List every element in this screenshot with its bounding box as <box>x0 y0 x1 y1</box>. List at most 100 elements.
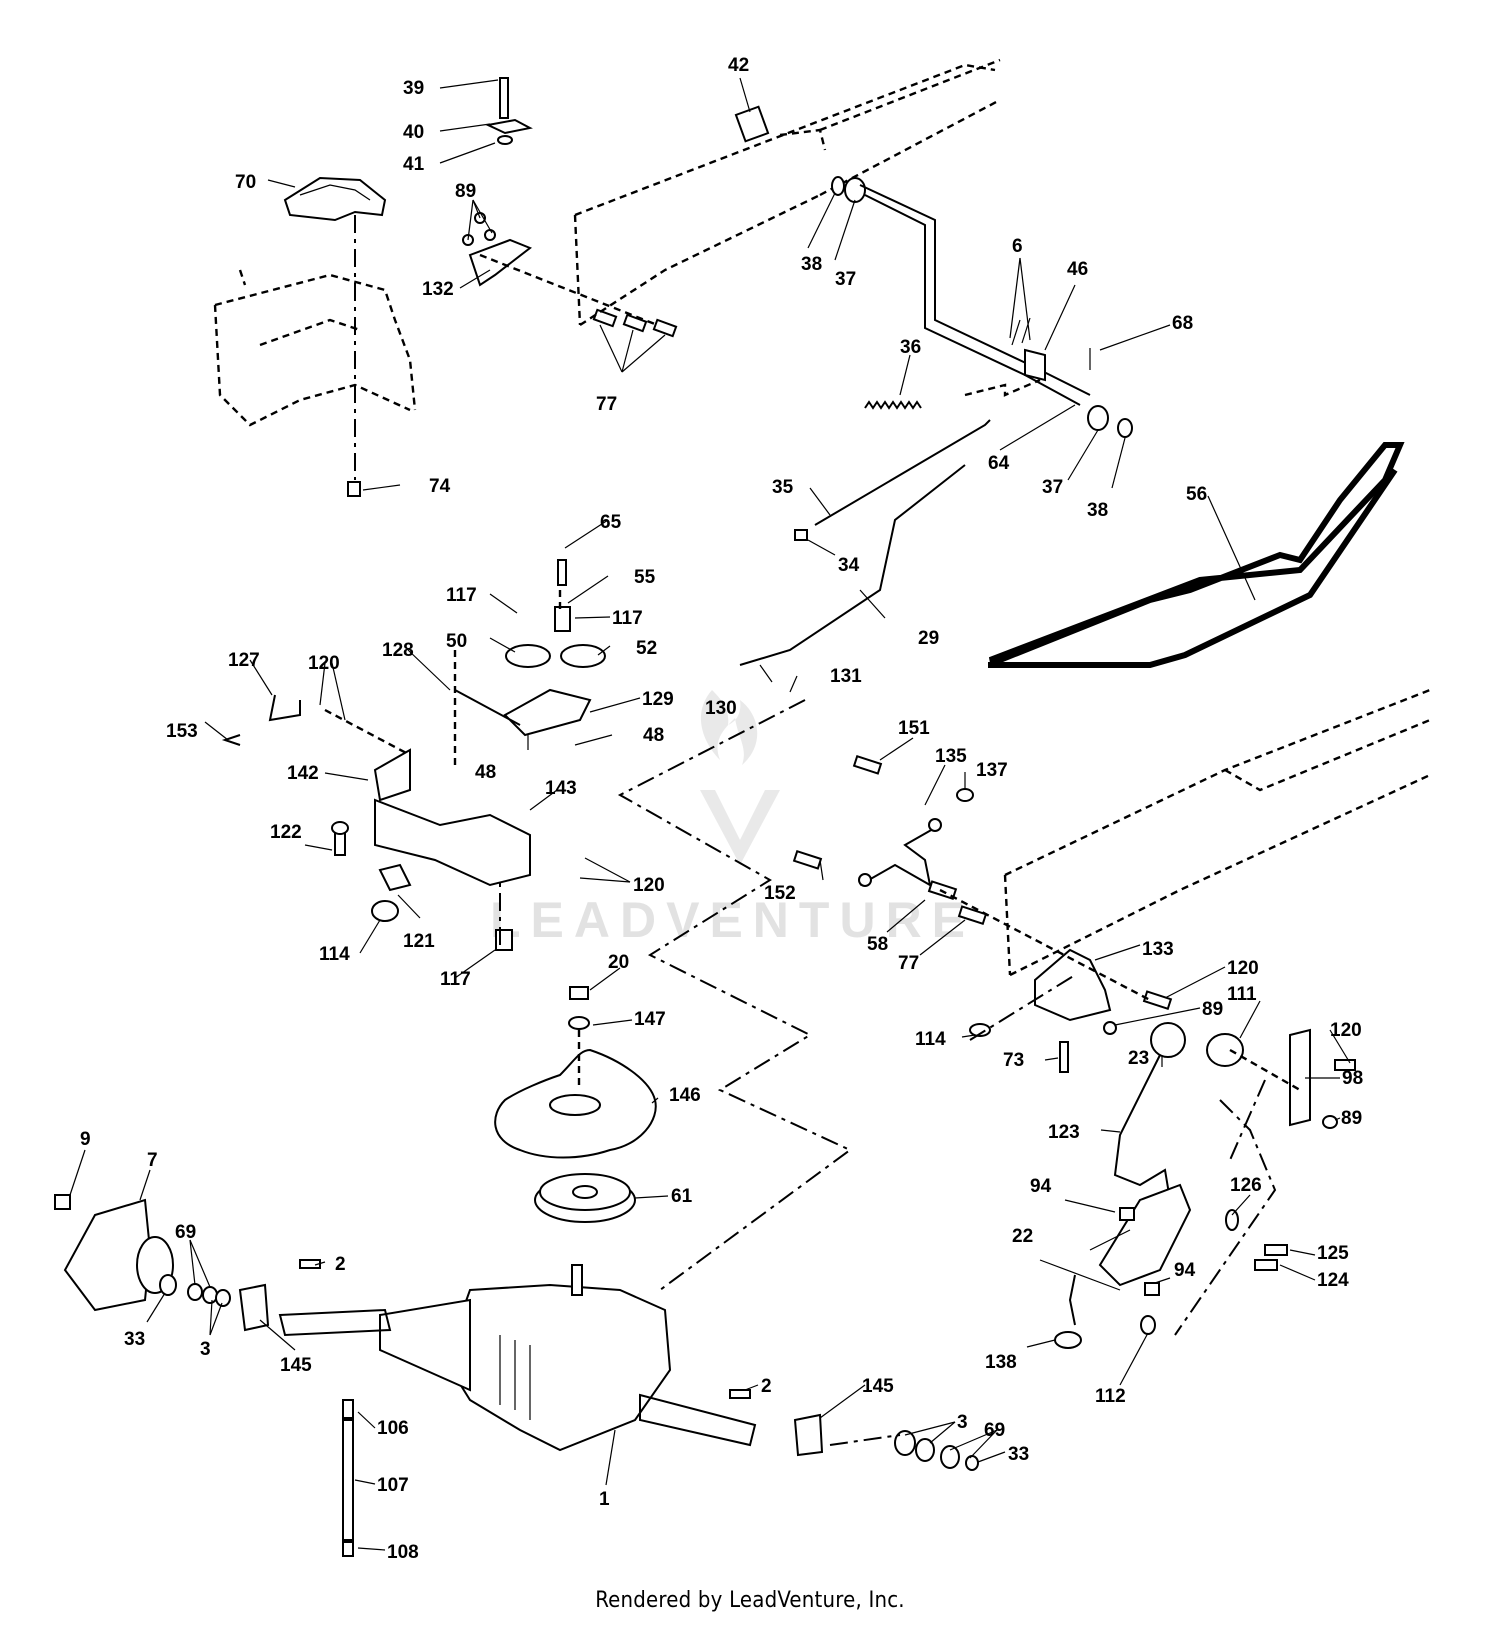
callout-152: 152 <box>764 883 796 904</box>
pivot-shaft-64 <box>734 105 1133 438</box>
callout-108: 108 <box>387 1542 419 1563</box>
callout-35: 35 <box>772 477 794 498</box>
callout-130: 130 <box>705 698 737 719</box>
rod-106-107-108 <box>342 1399 354 1557</box>
bracket-142 <box>221 650 531 887</box>
callout-3: 3 <box>200 1339 211 1360</box>
washers-right <box>829 1430 979 1471</box>
spacer-111-bracket-98 <box>1206 1028 1356 1129</box>
bracket-133 <box>927 880 1173 1073</box>
linkage-135 <box>792 754 974 887</box>
callout-77: 77 <box>898 953 919 974</box>
callout-146: 146 <box>669 1085 701 1106</box>
callout-131: 131 <box>830 666 862 687</box>
callout-38: 38 <box>801 254 822 275</box>
callout-128: 128 <box>382 640 414 661</box>
callout-37: 37 <box>1042 477 1063 498</box>
callout-70: 70 <box>235 172 256 193</box>
bolt-74 <box>347 481 361 497</box>
callout-135: 135 <box>935 746 967 767</box>
callout-46: 46 <box>1067 259 1088 280</box>
callout-121: 121 <box>403 931 435 952</box>
callout-69: 69 <box>984 1420 1005 1441</box>
callout-137: 137 <box>976 760 1008 781</box>
callout-48: 48 <box>475 762 496 783</box>
spring-36 <box>864 400 922 410</box>
callout-73: 73 <box>1003 1050 1024 1071</box>
callout-142: 142 <box>287 763 319 784</box>
callout-114: 114 <box>319 944 350 965</box>
callout-22: 22 <box>1012 1226 1033 1247</box>
callout-124: 124 <box>1317 1270 1349 1291</box>
cooling-fan-146 <box>494 1048 657 1159</box>
callout-33: 33 <box>1008 1444 1029 1465</box>
nut-20 <box>569 986 589 1000</box>
callout-29: 29 <box>918 628 939 649</box>
callout-labels: 1 2 2 3 3 6 7 9 20 22 23 29 33 33 34 35 … <box>80 55 1363 1563</box>
callout-65: 65 <box>600 512 622 533</box>
drive-belt-56 <box>988 442 1405 668</box>
callout-9: 9 <box>80 1129 91 1150</box>
callout-114: 114 <box>915 1029 946 1050</box>
axle-spacer-145-left <box>238 1283 270 1332</box>
callout-56: 56 <box>1186 484 1207 505</box>
callout-33: 33 <box>124 1329 145 1350</box>
callout-125: 125 <box>1317 1243 1349 1264</box>
key-2-right <box>729 1389 751 1399</box>
callout-2: 2 <box>335 1254 346 1275</box>
callout-111: 111 <box>1227 984 1257 1005</box>
callout-120: 120 <box>1330 1020 1362 1041</box>
callout-106: 106 <box>377 1418 409 1439</box>
callout-120: 120 <box>633 875 665 896</box>
pulley-61 <box>534 1173 636 1223</box>
callout-89: 89 <box>1341 1108 1362 1129</box>
callout-41: 41 <box>403 154 425 175</box>
frame-rail-lower <box>1003 688 1431 977</box>
callout-74: 74 <box>429 476 451 497</box>
callout-120: 120 <box>308 653 340 674</box>
callout-112: 112 <box>1095 1386 1126 1407</box>
callout-117: 117 <box>446 585 477 606</box>
callout-143: 143 <box>545 778 577 799</box>
callout-42: 42 <box>728 55 749 76</box>
callout-145: 145 <box>862 1376 894 1397</box>
callout-127: 127 <box>228 650 260 671</box>
watermark-text: LEADVENTURE <box>490 892 975 948</box>
seat-bracket-part-70 <box>283 176 387 222</box>
callout-98: 98 <box>1342 1068 1363 1089</box>
callout-48: 48 <box>643 725 664 746</box>
callout-58: 58 <box>867 934 888 955</box>
shift-lever-123 <box>1054 1022 1288 1349</box>
callout-38: 38 <box>1087 500 1108 521</box>
callout-153: 153 <box>166 721 198 742</box>
callout-89: 89 <box>455 181 476 202</box>
callout-61: 61 <box>671 1186 693 1207</box>
callout-123: 123 <box>1048 1122 1080 1143</box>
axle-spacer-145-right <box>793 1413 824 1457</box>
callout-69: 69 <box>175 1222 196 1243</box>
callout-6: 6 <box>1012 236 1023 257</box>
callout-68: 68 <box>1172 313 1193 334</box>
callout-39: 39 <box>403 78 424 99</box>
callout-3: 3 <box>957 1412 968 1433</box>
callout-52: 52 <box>636 638 657 659</box>
callout-120: 120 <box>1227 958 1259 979</box>
callout-40: 40 <box>403 122 424 143</box>
callout-145: 145 <box>280 1355 312 1376</box>
wheel-hub-7 <box>54 1194 174 1312</box>
key-2-left <box>299 1259 321 1269</box>
callout-117: 117 <box>440 969 471 990</box>
callout-34: 34 <box>838 555 860 576</box>
callout-20: 20 <box>608 952 629 973</box>
callout-50: 50 <box>446 631 467 652</box>
callout-147: 147 <box>634 1009 666 1030</box>
frame-rail-upper <box>573 58 1001 327</box>
callout-64: 64 <box>988 453 1010 474</box>
callout-77: 77 <box>596 394 617 415</box>
callout-138: 138 <box>985 1352 1017 1373</box>
callout-129: 129 <box>642 689 674 710</box>
callout-55: 55 <box>634 567 656 588</box>
callout-2: 2 <box>761 1376 772 1397</box>
callout-23: 23 <box>1128 1048 1149 1069</box>
